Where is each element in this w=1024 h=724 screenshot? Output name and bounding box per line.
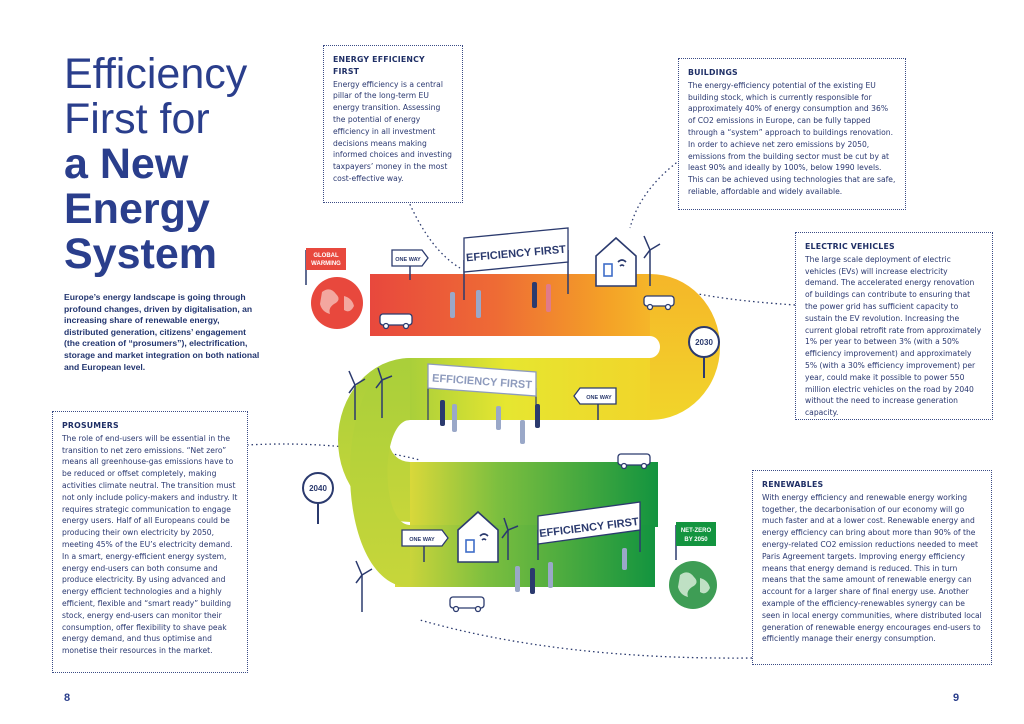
connector-renewables xyxy=(419,619,753,659)
globe-warming-icon xyxy=(311,277,363,329)
banner-efficiency-1: EFFICIENCY FIRST xyxy=(463,227,569,300)
people-figures xyxy=(440,282,627,594)
one-way-sign-1: ONE WAY xyxy=(391,249,429,280)
wind-turbine-icon xyxy=(348,235,661,612)
one-way-label-3: ONE WAY xyxy=(409,537,435,543)
milestone-2040: 2040 xyxy=(302,472,334,524)
one-way-label-1: ONE WAY xyxy=(395,257,421,263)
box-buildings: BUILDINGS The energy-efficiency potentia… xyxy=(678,58,906,210)
box-renewables: RENEWABLES With energy efficiency and re… xyxy=(752,470,992,665)
title-line-3: a New xyxy=(64,140,189,188)
ev-car-icon xyxy=(379,295,675,613)
one-way-sign-2: ONE WAY xyxy=(573,387,617,420)
page-number-right: 9 xyxy=(953,692,960,704)
box-electric-vehicles: ELECTRIC VEHICLES The large scale deploy… xyxy=(795,232,993,420)
road-curve-left-fill xyxy=(350,358,410,587)
intro-paragraph: Europe’s energy landscape is going throu… xyxy=(64,292,260,372)
box-prosumers: PROSUMERS The role of end-users will be … xyxy=(52,411,248,673)
page-title: Efficiency First for a New Energy System xyxy=(64,52,324,277)
title-line-1: Efficiency xyxy=(64,50,248,98)
road-curve-right xyxy=(650,274,720,420)
banner-efficiency-3: EFFICIENCY FIRST xyxy=(537,501,641,560)
box-buildings-body: The energy-efficiency potential of the e… xyxy=(688,80,896,196)
global-warming-line2: WARMING xyxy=(311,261,341,267)
house-icon-2 xyxy=(457,510,499,563)
box-efficiency-body: Energy efficiency is a central pillar of… xyxy=(333,79,452,183)
global-warming-flag: GLOBAL WARMING xyxy=(305,248,346,285)
milestone-2040-label: 2040 xyxy=(309,484,327,493)
box-prosumers-body: The role of end-users will be essential … xyxy=(62,433,238,656)
milestone-2030: 2030 xyxy=(688,326,720,378)
box-renewables-heading: RENEWABLES xyxy=(762,480,824,489)
house-icon-1 xyxy=(595,236,637,287)
connector-efficiency xyxy=(407,199,461,269)
milestone-2030-label: 2030 xyxy=(695,338,713,347)
connector-buildings xyxy=(629,159,681,229)
connector-prosumers xyxy=(246,443,421,461)
one-way-sign-3: ONE WAY xyxy=(401,529,449,562)
box-ev-body: The large scale deployment of electric v… xyxy=(805,254,982,418)
net-zero-line1: NET-ZERO xyxy=(681,528,712,534)
box-ev-heading: ELECTRIC VEHICLES xyxy=(805,242,895,251)
title-line-4: Energy xyxy=(64,185,210,233)
one-way-label-2: ONE WAY xyxy=(586,395,612,401)
title-line-2: First for xyxy=(64,95,210,143)
net-zero-line2: BY 2050 xyxy=(684,537,708,543)
page-number-left: 8 xyxy=(64,692,71,704)
banner-efficiency-2: EFFICIENCY FIRST xyxy=(427,363,537,420)
box-buildings-heading: BUILDINGS xyxy=(688,68,738,77)
box-efficiency-heading: ENERGY EFFICIENCY FIRST xyxy=(333,55,425,76)
box-energy-efficiency-first: ENERGY EFFICIENCY FIRST Energy efficienc… xyxy=(323,45,463,203)
net-zero-flag: NET-ZERO BY 2050 xyxy=(675,522,716,560)
title-line-5: System xyxy=(64,230,217,278)
globe-netzero-icon xyxy=(669,561,717,609)
connector-lines xyxy=(246,159,796,659)
global-warming-line1: GLOBAL xyxy=(313,253,339,259)
box-renewables-body: With energy efficiency and renewable ene… xyxy=(762,492,982,644)
box-prosumers-heading: PROSUMERS xyxy=(62,421,119,430)
